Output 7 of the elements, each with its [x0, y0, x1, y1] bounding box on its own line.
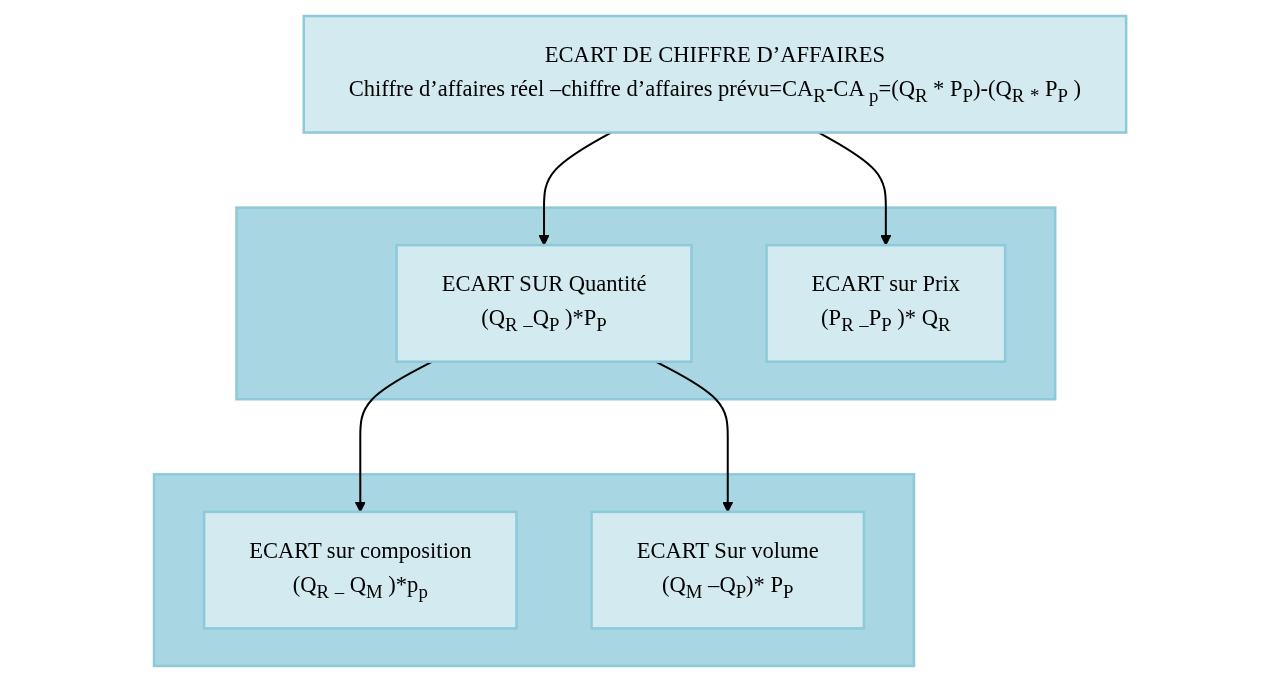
node-box: ECART sur Prix (P$_{R}$ $_{–}$P$_{P}$ )* Q$_{R}$ [765, 243, 1007, 363]
node-box: ECART Sur volume (Q$_{M}$ –Q$_{P}$)* P$_{P}$ [590, 510, 866, 630]
node-box: ECART sur composition (Q$_{R}$ $_{–}$ Q$_{M}$ )*p$_{p}$ [202, 510, 518, 630]
cluster [152, 472, 916, 667]
node-box: ECART SUR Quantité (Q$_{R}$ $_{–}$Q$_{P}$ )*P$_{P}$ [395, 243, 693, 363]
node-box: ECART DE CHIFFRE D’AFFAIRES Chiffre d’affaires réel –chiffre d’affaires prévu=CA$_{R}$-CA $_{p}$=(Q$_{R}$ * P$_{P}$)-(Q$_{R}$ $_{*}$ P$_{P}$ ) [302, 14, 1128, 134]
cluster [235, 205, 1057, 400]
